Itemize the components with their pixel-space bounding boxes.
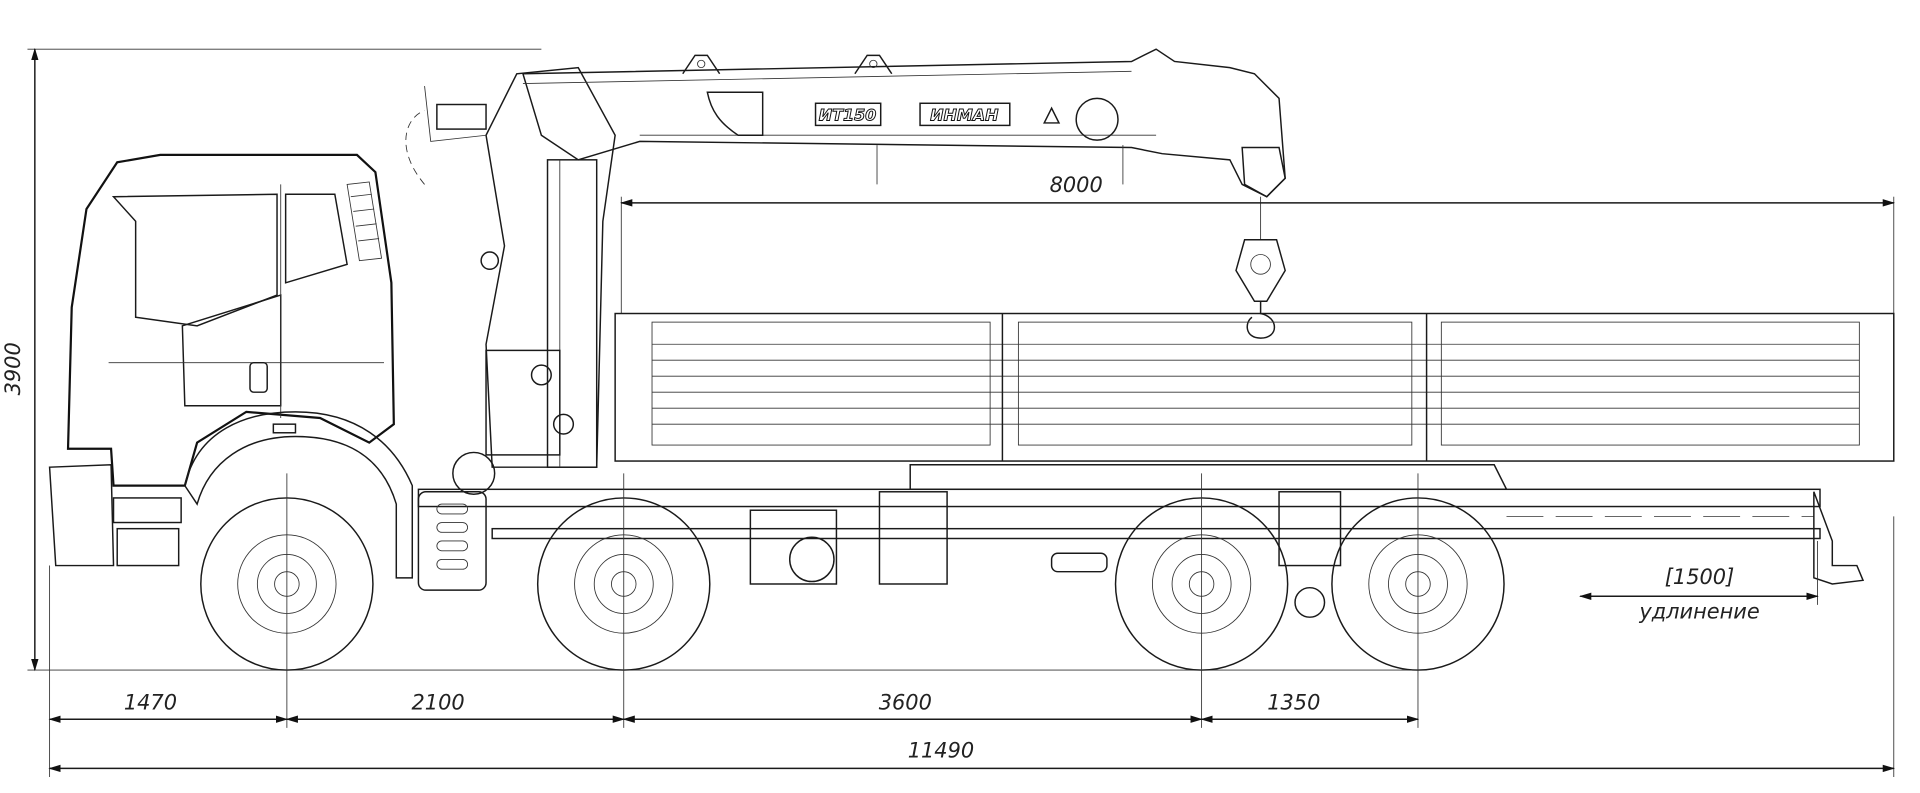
cargo-bed xyxy=(614,312,1895,491)
crane-model-label: ИТ150 xyxy=(819,105,877,124)
crane-boom: ИТ150 ИНМАН xyxy=(521,48,1286,198)
warning-icon xyxy=(1043,106,1061,124)
platform-length-label: 8000 xyxy=(1050,173,1103,197)
cab-vent-icon xyxy=(346,181,383,262)
wheelbase-1-label: 2100 xyxy=(412,690,465,714)
boom-port-icon xyxy=(1075,97,1119,141)
wheelbase-2-label: 3600 xyxy=(879,690,932,714)
overall-length-label: 11490 xyxy=(908,738,974,762)
wheelbase-3-label: 1350 xyxy=(1267,690,1320,714)
crane-column xyxy=(405,66,616,495)
axle-dimensions: 1470 2100 3600 1350 11490 xyxy=(48,473,1896,778)
height-label: 3900 xyxy=(1,342,25,395)
crane-hook-icon xyxy=(1235,196,1286,339)
crane-brand-label: ИНМАН xyxy=(930,105,999,124)
truck-cab xyxy=(48,153,414,579)
extension-label: удлинение xyxy=(1638,599,1759,623)
chassis-frame xyxy=(417,488,1865,618)
front-overhang-label: 1470 xyxy=(124,690,177,714)
platform-length-dimension: 8000 xyxy=(620,173,1896,314)
extension-dimension: [1500] удлинение xyxy=(1579,540,1819,623)
extension-value: [1500] xyxy=(1665,565,1734,589)
